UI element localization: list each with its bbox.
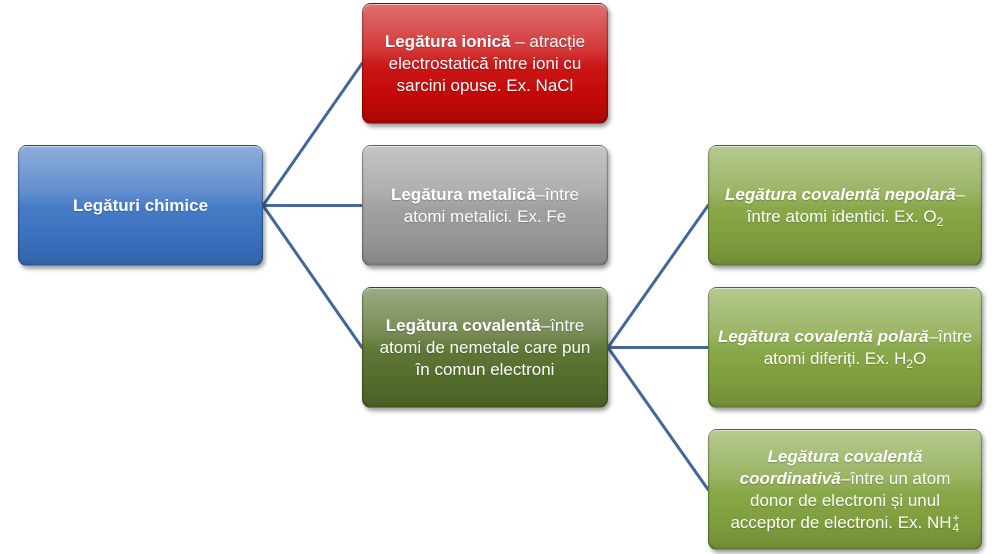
root-label: Legături chimice xyxy=(72,195,209,215)
node-description: –între atomi de nemetale care pun în com… xyxy=(379,315,591,379)
node-title: Legătura metalică xyxy=(390,184,536,204)
node-text: Legătura covalentă nepolară–între atomi … xyxy=(719,184,971,228)
node-metallic-bond: Legătura metalică–între atomi metalici. … xyxy=(362,145,608,266)
node-description: –între un atom donor de electroni și unu… xyxy=(730,468,952,532)
node-text: Legătura covalentă–între atomi de nemeta… xyxy=(375,315,595,381)
connector-root-to-ionic xyxy=(261,62,364,207)
node-ionic-bond: Legătura ionică – atracție electrostatic… xyxy=(362,3,608,124)
node-text: Legături chimice xyxy=(73,195,208,217)
formula-subscript: 2 xyxy=(936,214,944,229)
node-title: Legătura covalentă coordinativă xyxy=(739,446,923,488)
node-text: Legătura ionică – atracție electrostatic… xyxy=(375,31,595,97)
node-description: – atracție electrostatică între ioni cu … xyxy=(388,31,586,95)
node-title: Legătura covalentă nepolară xyxy=(725,184,956,204)
node-text: Legătura metalică–între atomi metalici. … xyxy=(375,184,595,228)
formula-rest: O xyxy=(913,348,927,368)
node-text: Legătura covalentă coordinativă–între un… xyxy=(723,446,968,534)
node-title: Legătura covalentă polară xyxy=(717,326,929,346)
node-coordinative-covalent-bond: Legătura covalentă coordinativă–între un… xyxy=(708,429,982,550)
node-title: Legătura covalentă xyxy=(385,315,541,335)
formula-subscript: 4 xyxy=(952,520,960,535)
connector-root-to-covalent xyxy=(261,204,364,349)
ion-charge-and-index: +4 xyxy=(952,510,960,535)
node-description: –între atomi identici. Ex. O xyxy=(746,184,965,226)
formula-superscript: + xyxy=(952,510,960,525)
node-description: –între atomi diferiți. Ex. H xyxy=(763,326,973,368)
node-title: Legătura ionică xyxy=(384,31,511,51)
root-node-chemical-bonds: Legături chimice xyxy=(18,145,263,266)
node-polar-covalent-bond: Legătura covalentă polară–între atomi di… xyxy=(708,287,982,408)
connector-covalent-to-coordinative xyxy=(606,346,710,491)
node-description: –între atomi metalici. Ex. Fe xyxy=(403,184,580,226)
node-nonpolar-covalent-bond: Legătura covalentă nepolară–între atomi … xyxy=(708,145,982,266)
node-covalent-bond: Legătura covalentă–între atomi de nemeta… xyxy=(362,287,608,408)
connector-covalent-to-nonpolar xyxy=(606,204,710,349)
formula-subscript: 2 xyxy=(906,356,914,371)
node-text: Legătura covalentă polară–între atomi di… xyxy=(712,326,978,370)
